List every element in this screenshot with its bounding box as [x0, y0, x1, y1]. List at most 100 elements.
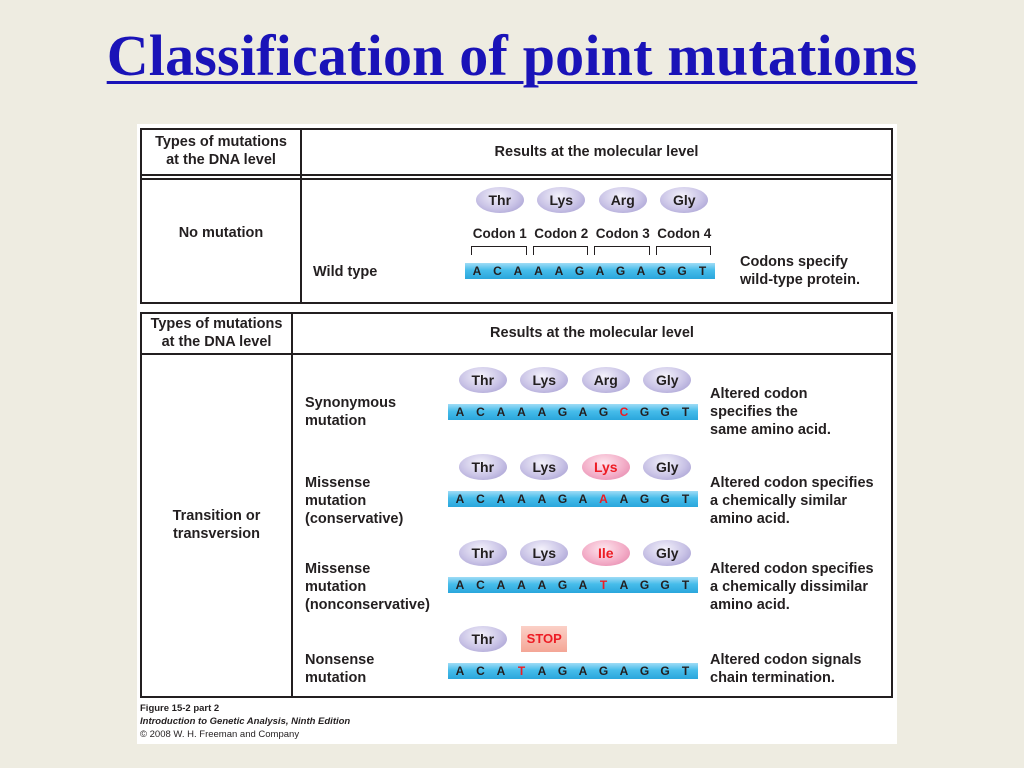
table1-header-divider: [140, 174, 893, 176]
dna-base: G: [574, 264, 585, 278]
dna-base: C: [476, 405, 485, 419]
row-label-wild-type: Wild type: [313, 264, 378, 280]
mutation-result: Altered codon specifies a chemically simi…: [710, 474, 874, 528]
mutated-base: T: [517, 664, 526, 678]
amino-acid-thr: Thr: [458, 454, 507, 480]
amino-acid-lys: Lys: [520, 540, 569, 566]
dna-base: A: [517, 492, 526, 506]
amino-acid-arg: Arg: [581, 367, 630, 393]
header-line: Types of mutations: [150, 316, 283, 332]
dna-base: A: [455, 578, 465, 592]
dna-base: G: [639, 492, 650, 506]
dna-base: A: [455, 492, 465, 506]
result-line: amino acid.: [710, 597, 790, 613]
label-line: (conservative): [305, 511, 404, 527]
dna-base: G: [557, 405, 568, 419]
result-line: a chemically dissimilar: [710, 579, 868, 595]
dna-base: G: [656, 264, 667, 278]
amino-acid-gly: Gly: [660, 187, 709, 213]
result-line: Altered codon specifies: [710, 561, 874, 577]
label-line: Missense: [305, 475, 371, 491]
dna-base: A: [619, 578, 629, 592]
copyright: © 2008 W. H. Freeman and Company: [140, 729, 300, 740]
point-mutation-table: [140, 312, 893, 698]
dna-base: G: [677, 264, 687, 278]
label-line: mutation: [305, 579, 367, 595]
dna-base: T: [681, 492, 690, 506]
dna-base: G: [660, 578, 670, 592]
mutated-base: A: [599, 492, 608, 506]
amino-acid-ile: Ile: [581, 540, 630, 566]
codon-bracket: [594, 246, 650, 255]
dna-base: G: [660, 664, 670, 678]
dna-base: A: [496, 405, 506, 419]
amino-acid-gly: Gly: [643, 367, 692, 393]
dna-base: A: [578, 492, 588, 506]
dna-base: A: [578, 664, 588, 678]
amino-acid-gly: Gly: [643, 454, 692, 480]
mutation-type-label: Nonsense mutation: [305, 651, 374, 687]
dna-base: T: [681, 664, 690, 678]
dna-base: T: [681, 405, 690, 419]
amino-acid-lys: Lys: [520, 454, 569, 480]
stop-codon-box: STOP: [521, 626, 568, 652]
dna-base: A: [534, 264, 543, 278]
dna-base: A: [496, 492, 506, 506]
codon-bracket: [655, 246, 711, 255]
row-label-no-mutation: No mutation: [178, 225, 264, 241]
label-line: mutation: [305, 670, 367, 686]
codon-label: Codon 1: [472, 226, 527, 241]
header-line: at the DNA level: [166, 152, 276, 168]
table1-col-divider: [300, 128, 302, 304]
mutated-base: T: [599, 578, 608, 592]
result-line: Altered codon signals: [710, 652, 862, 668]
label-line: transversion: [172, 526, 261, 542]
mutation-result: Altered codon specifies a chemically diss…: [710, 560, 874, 614]
table1-header-types: Types of mutations at the DNA level: [142, 133, 300, 169]
result-line: Altered codon specifies: [710, 475, 874, 491]
dna-base: C: [476, 578, 485, 592]
dna-base: G: [639, 578, 650, 592]
dna-base: A: [537, 492, 547, 506]
table2-header-results: Results at the molecular level: [490, 325, 694, 341]
result-line: Altered codon: [710, 386, 808, 402]
result-line: a chemically similar: [710, 493, 848, 509]
amino-acid-thr: Thr: [458, 540, 507, 566]
dna-base: A: [517, 578, 526, 592]
dna-base: T: [698, 264, 707, 278]
dna-base: A: [619, 664, 629, 678]
mutation-figure: Types of mutations at the DNA level Resu…: [137, 124, 897, 744]
amino-acid-lys: Lys: [537, 187, 586, 213]
label-line: (nonconservative): [305, 597, 430, 613]
dna-base: A: [455, 664, 465, 678]
dna-base: A: [496, 578, 506, 592]
dna-base: G: [639, 405, 650, 419]
dna-base: C: [476, 664, 485, 678]
dna-base: A: [496, 664, 506, 678]
table2-header-types: Types of mutations at the DNA level: [142, 315, 291, 351]
label-line: Nonsense: [305, 652, 375, 668]
table2-header-divider: [140, 353, 893, 355]
dna-base: A: [578, 405, 588, 419]
dna-base: G: [660, 492, 670, 506]
dna-base: A: [455, 405, 465, 419]
dna-base: G: [557, 578, 568, 592]
codon-bracket: [471, 246, 527, 255]
codon-bracket: [532, 246, 588, 255]
amino-acid-thr: Thr: [458, 626, 507, 652]
dna-base: A: [513, 264, 523, 278]
dna-base: A: [578, 578, 588, 592]
result-line: Codons specify: [740, 254, 848, 270]
dna-base: A: [636, 264, 646, 278]
dna-base: G: [615, 264, 626, 278]
amino-acid-thr: Thr: [475, 187, 524, 213]
dna-base: G: [557, 664, 568, 678]
wild-type-table: [140, 128, 893, 304]
